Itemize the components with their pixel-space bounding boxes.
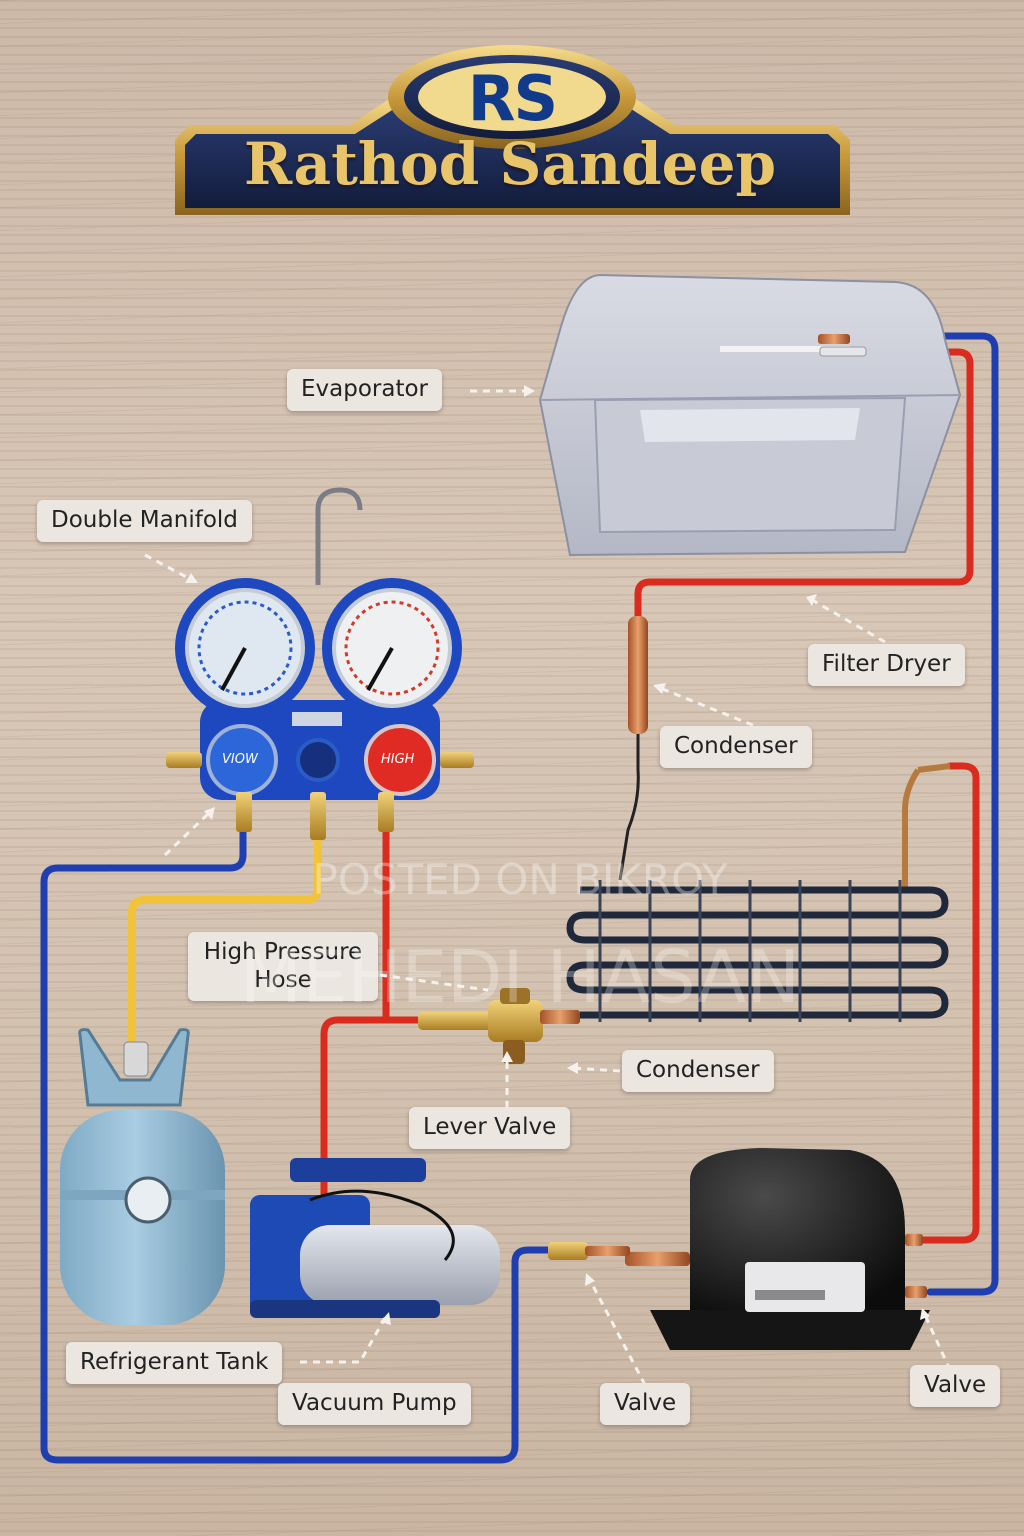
condenser-coil-icon (566, 763, 951, 1022)
refrigerant-tank-icon (60, 1028, 225, 1325)
compressor-icon (548, 1148, 930, 1350)
high-knob-text: HIGH (381, 752, 415, 767)
label-refrigerant-tank: Refrigerant Tank (66, 1342, 283, 1384)
charging-hose (128, 836, 322, 1049)
low-knob-text: VIOW (222, 752, 258, 767)
valve-icon (418, 988, 580, 1064)
low-pressure-hose (40, 826, 556, 1464)
label-double-manifold: Double Manifold (37, 500, 252, 542)
brand-banner (175, 45, 850, 215)
label-lever-valve: Lever Valve (409, 1107, 571, 1149)
brand-name: Rathod Sandeep (243, 130, 777, 198)
label-valve-right: Valve (910, 1365, 1001, 1407)
leader-arrows (144, 389, 952, 1386)
label-evaporator: Evaporator (287, 369, 443, 411)
arrowheads (185, 385, 930, 1325)
label-valve-center: Valve (600, 1383, 691, 1425)
watermark-posted: POSTED ON BIKROY (312, 855, 728, 904)
brand-logo: RS (467, 62, 558, 135)
label-filter-dryer: Filter Dryer (808, 644, 965, 686)
label-high-pressure-hose: High Pressure Hose (188, 932, 378, 1002)
filter-dryer-icon (618, 616, 648, 881)
evaporator-icon (538, 273, 962, 557)
discharge-line (901, 762, 980, 1244)
label-condenser-top: Condenser (660, 726, 812, 768)
manifold-gauge-icon (166, 487, 474, 840)
watermark-name: MEHEDI HASAN (239, 935, 801, 1019)
suction-line (846, 332, 999, 1296)
vacuum-pump-icon (250, 1158, 500, 1318)
label-condenser-bottom: Condenser (622, 1050, 774, 1092)
label-vacuum-pump: Vacuum Pump (278, 1383, 471, 1425)
capillary-line (634, 348, 974, 622)
piping (40, 332, 999, 1464)
